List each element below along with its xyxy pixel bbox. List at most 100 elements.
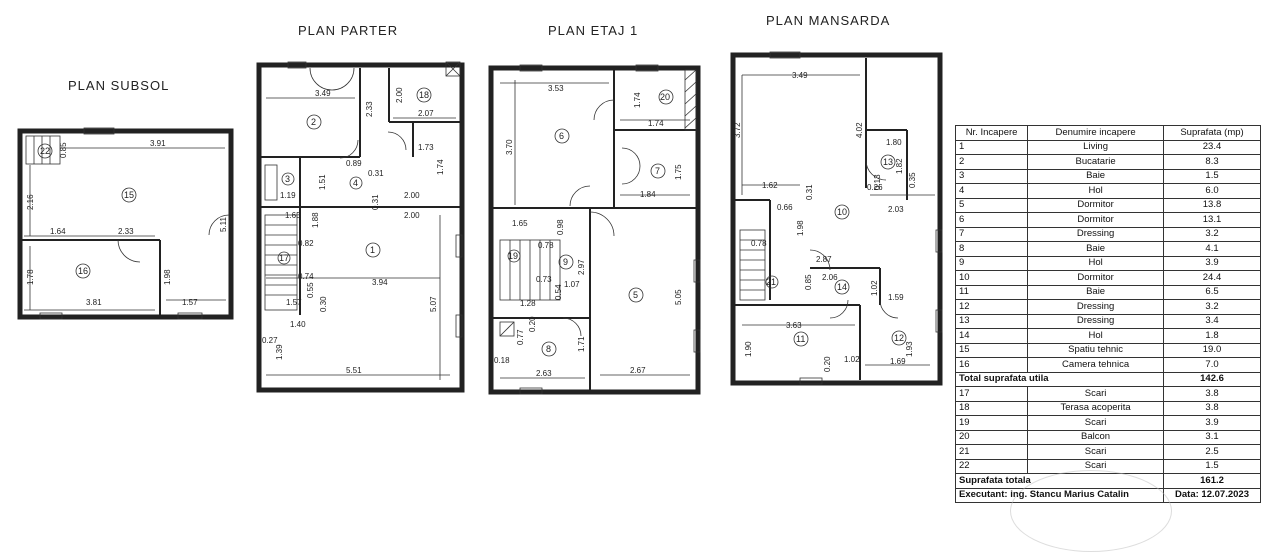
dim-label: 2.97 — [577, 259, 586, 275]
dim-label: 3.49 — [792, 71, 808, 80]
dim-label: 1.57 — [182, 298, 198, 307]
dim-label: 0.26 — [867, 183, 883, 192]
dim-label: 0.82 — [298, 239, 314, 248]
dim-label: 3.53 — [548, 84, 564, 93]
room-area-cell: 24.4 — [1163, 270, 1261, 286]
dim-label: 1.78 — [26, 269, 35, 285]
plan-etaj1-title: PLAN ETAJ 1 — [548, 23, 639, 38]
room-number: 3 — [285, 174, 290, 184]
room-nr-cell: 10 — [954, 270, 1029, 286]
header-suprafata: Suprafata (mp) — [1163, 125, 1261, 141]
room-area-cell: 3.1 — [1163, 429, 1261, 445]
plan-mansarda: 3.49 3.72 4.02 1.80 1.82 0.31 1.62 0.35 … — [730, 51, 943, 386]
dim-label: 2.00 — [404, 191, 420, 200]
dim-label: 2.33 — [365, 101, 374, 117]
room-name-cell: Dressing — [1027, 313, 1165, 329]
room-area-cell: 6.0 — [1163, 183, 1261, 199]
room-nr-cell: 9 — [954, 255, 1029, 271]
total-value: 161.2 — [1163, 473, 1261, 489]
room-area-cell: 1.5 — [1163, 458, 1261, 474]
dim-label: 0.78 — [751, 239, 767, 248]
dim-label: 1.40 — [290, 320, 306, 329]
dim-label: 1.75 — [674, 164, 683, 180]
dim-label: 3.49 — [315, 89, 331, 98]
room-name-cell: Dormitor — [1027, 270, 1165, 286]
dim-label: 0.89 — [346, 159, 362, 168]
dim-label: 1.74 — [633, 92, 642, 108]
dim-label: 1.98 — [163, 269, 172, 285]
dim-label: 1.02 — [870, 280, 879, 296]
room-name-cell: Dressing — [1027, 226, 1165, 242]
rooms-area-table: Nr. Incapere Denumire incapere Suprafata… — [954, 125, 1261, 503]
room-name-cell: Baie — [1027, 168, 1165, 184]
room-area-cell: 3.8 — [1163, 400, 1261, 416]
room-number: 1 — [370, 245, 375, 255]
dim-label: 1.65 — [512, 219, 528, 228]
room-number: 15 — [124, 190, 134, 200]
room-name-cell: Terasa acoperita — [1027, 400, 1165, 416]
room-area-cell: 1.5 — [1163, 168, 1261, 184]
dim-label: 5.07 — [429, 296, 438, 312]
dim-label: 0.55 — [306, 282, 315, 298]
room-name-cell: Hol — [1027, 183, 1165, 199]
dim-label: 1.88 — [311, 212, 320, 228]
room-number: 7 — [655, 166, 660, 176]
dim-label: 2.07 — [418, 109, 434, 118]
room-name-cell: Living — [1027, 139, 1165, 155]
dim-label: 1.84 — [640, 190, 656, 199]
room-nr-cell: 17 — [954, 386, 1029, 402]
dim-label: 1.65 — [285, 211, 301, 220]
room-name-cell: Bucatarie — [1027, 154, 1165, 170]
room-nr-cell: 5 — [954, 197, 1029, 213]
room-nr-cell: 19 — [954, 415, 1029, 431]
room-area-cell: 23.4 — [1163, 139, 1261, 155]
room-area-cell: 2.5 — [1163, 444, 1261, 460]
room-number: 18 — [419, 90, 429, 100]
room-number: 22 — [40, 146, 50, 156]
room-number: 8 — [546, 344, 551, 354]
room-name-cell: Hol — [1027, 328, 1165, 344]
dim-label: 3.91 — [150, 139, 166, 148]
dim-label: 1.69 — [890, 357, 906, 366]
room-number: 19 — [508, 251, 518, 261]
dim-label: 1.02 — [844, 355, 860, 364]
plan-subsol-title: PLAN SUBSOL — [68, 78, 170, 93]
date-text: Data: 12.07.2023 — [1163, 487, 1261, 503]
room-name-cell: Baie — [1027, 241, 1165, 257]
dim-label: 1.39 — [275, 344, 284, 360]
room-area-cell: 3.4 — [1163, 313, 1261, 329]
room-number: 17 — [279, 253, 289, 263]
room-area-cell: 13.8 — [1163, 197, 1261, 213]
room-nr-cell: 12 — [954, 299, 1029, 315]
dim-label: 0.31 — [368, 169, 384, 178]
dim-label: 5.51 — [346, 366, 362, 375]
room-nr-cell: 14 — [954, 328, 1029, 344]
room-number: 2 — [311, 117, 316, 127]
dim-label: 0.20 — [823, 356, 832, 372]
room-number: 11 — [796, 334, 805, 344]
dim-label: 1.90 — [744, 341, 753, 357]
plan-etaj1: 3.53 1.74 1.74 3.70 1.75 1.84 1.65 0.98 … — [488, 64, 701, 395]
dim-label: 0.85 — [804, 274, 813, 290]
dim-label: 0.27 — [262, 336, 278, 345]
dim-label: 2.63 — [536, 369, 552, 378]
room-number: 21 — [766, 277, 776, 287]
dim-label: 2.00 — [404, 211, 420, 220]
dim-label: 4.02 — [855, 122, 864, 138]
room-nr-cell: 22 — [954, 458, 1029, 474]
room-nr-cell: 15 — [954, 342, 1029, 358]
room-area-cell: 8.3 — [1163, 154, 1261, 170]
dim-label: 1.51 — [318, 174, 327, 190]
room-area-cell: 13.1 — [1163, 212, 1261, 228]
room-name-cell: Spatiu tehnic — [1027, 342, 1165, 358]
room-area-cell: 1.8 — [1163, 328, 1261, 344]
dim-label: 5.11 — [219, 216, 228, 232]
